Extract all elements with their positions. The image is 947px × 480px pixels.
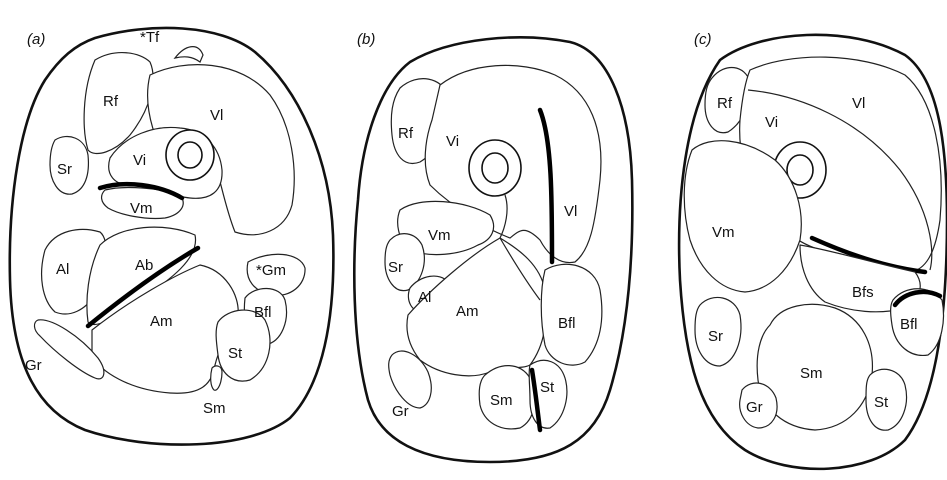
panel-b-label-vm: Vm [428, 227, 451, 244]
panel-b-label: (b) [357, 31, 375, 48]
panel-a-label-al: Al [56, 261, 69, 278]
panel-b-label-st: St [540, 379, 555, 396]
panel-c-label-vl: Vl [852, 95, 865, 112]
panel-c-label-st: St [874, 394, 889, 411]
panel-b-label-bfl: Bfl [558, 315, 576, 332]
panel-b-label-vi: Vi [446, 133, 459, 150]
panel-b: (b) Rf Vi Vl Vm Sr Al Am Bf [354, 31, 632, 462]
panel-a-label-rf: Rf [103, 93, 119, 110]
panel-a-label-ab: Ab [135, 257, 153, 274]
panel-a: (a) *Tf Rf Vl [10, 28, 334, 445]
panel-c-label-bfl: Bfl [900, 316, 918, 333]
panel-b-label-gr: Gr [392, 403, 409, 420]
panel-a-sm-region [211, 366, 222, 390]
panel-b-label-al: Al [418, 289, 431, 306]
panel-a-label-vi: Vi [133, 152, 146, 169]
panel-a-label-gr: Gr [25, 357, 42, 374]
panel-c-label: (c) [694, 31, 712, 48]
panel-a-label-sr: Sr [57, 161, 72, 178]
panel-c-label-rf: Rf [717, 95, 733, 112]
panel-a-tf-shape [175, 47, 203, 62]
panel-a-label-vm: Vm [130, 200, 153, 217]
panel-a-label-tf: *Tf [140, 29, 160, 46]
panel-b-femur-marrow-icon [482, 153, 508, 183]
panel-a-label-am: Am [150, 313, 173, 330]
panel-b-label-sm: Sm [490, 392, 513, 409]
panel-c: (c) Rf Vi Vl Vm Bfs Sr Bfl Sm Gr S [679, 31, 947, 469]
panel-a-label-sm: Sm [203, 400, 226, 417]
panel-c-label-gr: Gr [746, 399, 763, 416]
panel-c-label-vi: Vi [765, 114, 778, 131]
panel-c-label-sm: Sm [800, 365, 823, 382]
panel-a-label-gm: *Gm [256, 262, 286, 279]
panel-b-label-am: Am [456, 303, 479, 320]
panel-a-label-st: St [228, 345, 243, 362]
panel-a-label-bfl: Bfl [254, 304, 272, 321]
panel-b-label-rf: Rf [398, 125, 414, 142]
panel-b-label-vl: Vl [564, 203, 577, 220]
panel-c-label-bfs: Bfs [852, 284, 874, 301]
panel-a-femur-marrow-icon [178, 142, 202, 168]
panel-b-label-sr: Sr [388, 259, 403, 276]
panel-a-label: (a) [27, 31, 45, 48]
panel-c-label-sr: Sr [708, 328, 723, 345]
panel-a-label-vl: Vl [210, 107, 223, 124]
panel-c-label-vm: Vm [712, 224, 735, 241]
